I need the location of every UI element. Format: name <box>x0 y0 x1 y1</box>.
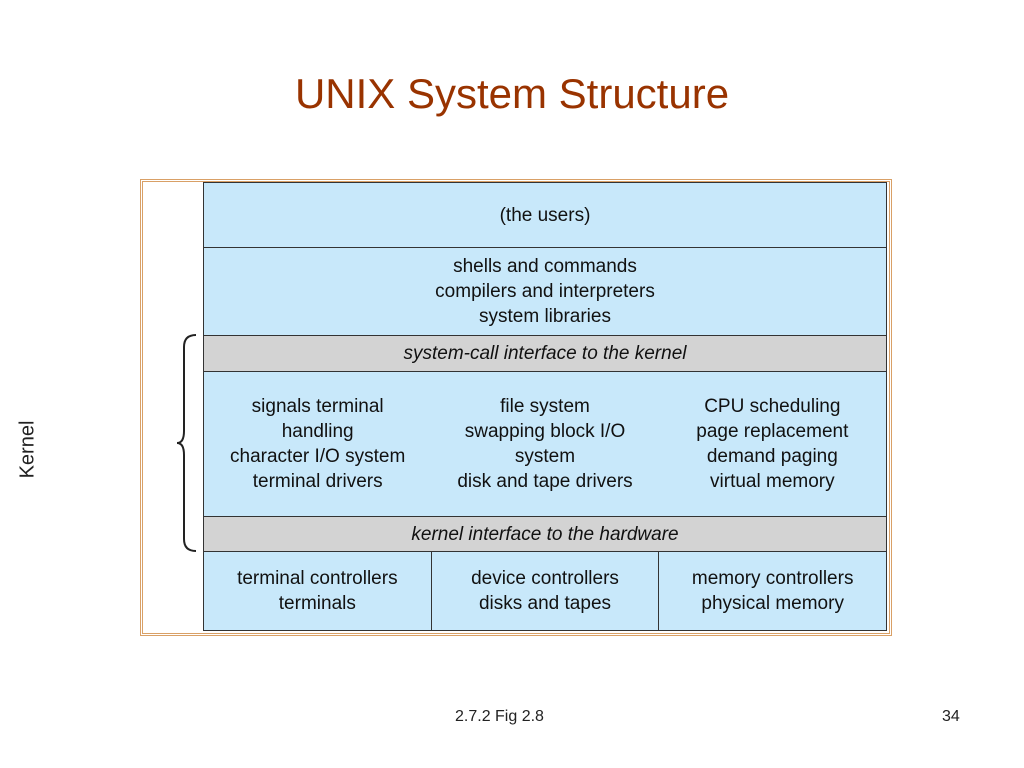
hardware-col-memory: memory controllers physical memory <box>691 568 854 614</box>
kernel-col-memory: CPU scheduling page replacement demand p… <box>696 396 849 492</box>
unix-structure-grid: (the users) shells and commands compiler… <box>203 182 887 631</box>
layer-kernel: signals terminal handling character I/O … <box>204 372 886 517</box>
figure-caption: 2.7.2 Fig 2.8 <box>455 708 544 725</box>
layer-hardware-interface: kernel interface to the hardware <box>204 517 886 552</box>
layer-users: (the users) <box>204 183 886 248</box>
layer-shells: shells and commands compilers and interp… <box>204 248 886 336</box>
kernel-brace <box>176 334 197 552</box>
layer-hardware: terminal controllers terminals device co… <box>204 552 886 630</box>
kernel-col-terminal: signals terminal handling character I/O … <box>230 396 406 492</box>
hardware-col-terminals: terminal controllers terminals <box>204 552 432 630</box>
page-number: 34 <box>942 708 960 725</box>
slide-title: UNIX System Structure <box>294 70 730 117</box>
layer-syscall-interface: system-call interface to the kernel <box>204 336 886 372</box>
hardware-col-devices: device controllers disks and tapes <box>432 552 660 630</box>
kernel-col-filesystem: file system swapping block I/O system di… <box>457 396 633 492</box>
kernel-label: Kernel <box>16 420 39 479</box>
